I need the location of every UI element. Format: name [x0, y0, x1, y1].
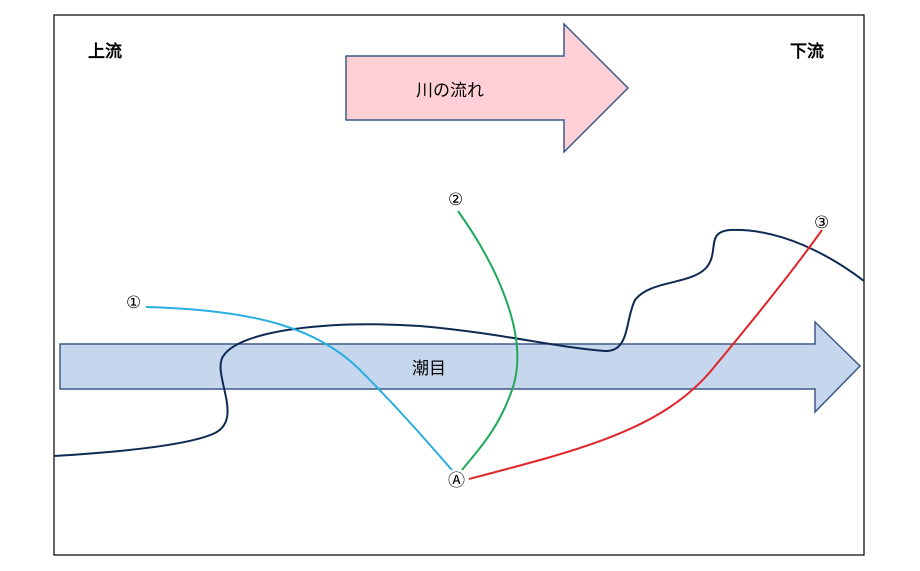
river-flow-label: 川の流れ — [416, 81, 484, 101]
upstream-label: 上流 — [88, 41, 122, 62]
river-flow-arrow — [345, 22, 630, 154]
current-line — [53, 228, 865, 457]
tide-line-arrow — [59, 320, 862, 414]
marker-1: ① — [126, 293, 141, 313]
marker-origin: Ⓐ — [448, 471, 465, 491]
marker-2: ② — [448, 190, 463, 210]
path-2-line — [457, 210, 519, 471]
marker-3: ③ — [814, 213, 829, 233]
path-1-line — [145, 306, 453, 471]
downstream-label: 下流 — [790, 41, 824, 62]
path-3-line — [468, 229, 823, 480]
tide-line-label: 潮目 — [412, 359, 446, 379]
